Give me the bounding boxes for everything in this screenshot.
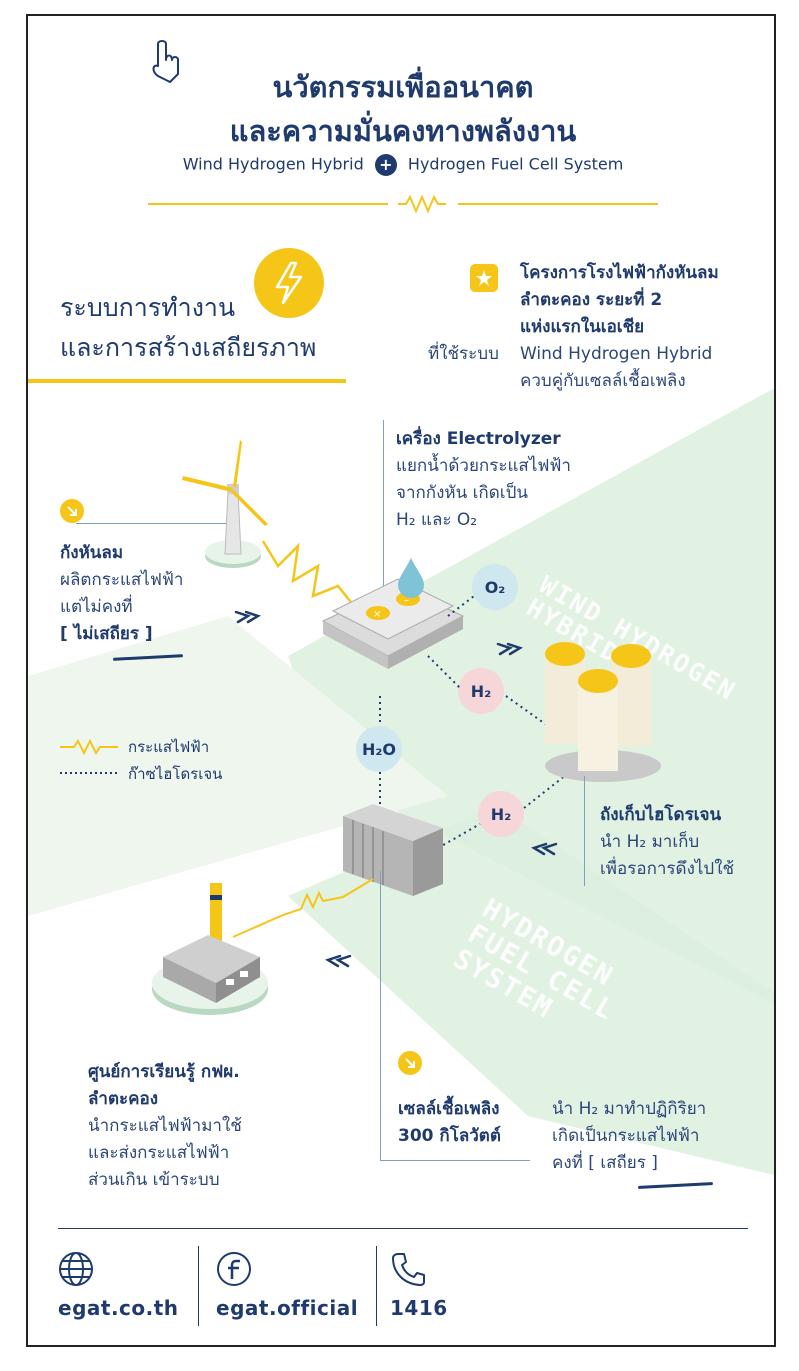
h2o-bubble: H₂O: [356, 726, 402, 772]
wind-title: กังหันลม: [60, 543, 124, 563]
center-line3: ส่วนเกิน เข้าระบบ: [88, 1170, 220, 1190]
page-title-line2: และความมั่นคงทางพลังงาน: [229, 114, 577, 148]
footer-separator-1: [198, 1246, 199, 1326]
subtitle-left: Wind Hydrogen Hybrid: [182, 154, 364, 174]
center-title2: ลำตะคอง: [88, 1089, 159, 1109]
tank-leader-line: [584, 776, 585, 886]
section-heading-line2: และการสร้างเสถียรภาพ: [60, 333, 317, 362]
subtitle: Wind Hydrogen Hybrid + Hydrogen Fuel Cel…: [28, 154, 774, 176]
fuelcell-line2: เกิดเป็นกระแสไฟฟ้า: [552, 1126, 700, 1146]
svg-text:×: ×: [373, 609, 381, 620]
title-divider: [148, 194, 658, 214]
tank-title: ถังเก็บไฮโดรเจน: [600, 805, 722, 825]
h2-bubble-bottom: H₂: [478, 791, 524, 837]
learning-center-building: [152, 883, 268, 1015]
electrolyzer-line1: แยกน้ำด้วยกระแสไฟฟ้า: [396, 456, 571, 476]
facebook-icon: [217, 1252, 251, 1286]
wind-arrow-badge-icon: [60, 499, 84, 523]
star-icon: [470, 264, 498, 292]
globe-icon: [59, 1252, 93, 1286]
footer-divider: [58, 1228, 748, 1229]
fuel-cell-device: [343, 804, 443, 896]
wind-line1: ผลิตกระแสไฟฟ้า: [60, 570, 184, 590]
section-heading-line1: ระบบการทำงาน: [60, 293, 236, 322]
fuelcell-line1: นำ H₂ มาทำปฏิกิริยา: [552, 1099, 707, 1119]
electrolyzer-leader-line: [383, 420, 384, 590]
center-line2: และส่งกระแสไฟฟ้า: [88, 1143, 230, 1163]
legend-hydrogen-label: ก๊าซไฮโดรเจน: [128, 765, 223, 783]
electrolyzer-device: × –: [321, 578, 465, 669]
hydrogen-flow-lines: [234, 595, 581, 968]
electrolyzer-title: เครื่อง Electrolyzer: [396, 429, 561, 449]
water-drop-icon: [398, 558, 424, 598]
facebook-link[interactable]: egat.official: [216, 1296, 359, 1320]
project-prefix: ที่ใช้ระบบ: [428, 344, 499, 364]
subtitle-right: Hydrogen Fuel Cell System: [407, 154, 624, 174]
electric-zigzag-2: [232, 878, 374, 938]
legend-electric-icon: [60, 739, 118, 755]
hydrogen-tanks: [545, 642, 661, 782]
phone-icon: [392, 1253, 425, 1286]
center-title1: ศูนย์การเรียนรู้ กฟผ.: [88, 1062, 240, 1082]
tank-line1: นำ H₂ มาเก็บ: [600, 832, 700, 852]
tank-line2: เพื่อรอการดึงไปใช้: [600, 859, 735, 879]
center-line1: นำกระแสไฟฟ้ามาใช้: [88, 1116, 242, 1136]
project-line4: Wind Hydrogen Hybrid: [520, 344, 713, 364]
fuelcell-title1: เซลล์เชื้อเพลิง: [398, 1099, 500, 1119]
wind-line2: แต่ไม่คงที่: [60, 597, 133, 617]
o2-bubble: O₂: [472, 564, 518, 610]
website-link[interactable]: egat.co.th: [58, 1296, 179, 1320]
section-underline: [28, 379, 346, 383]
electric-zigzag-1: [261, 540, 359, 612]
background-bands: [28, 388, 774, 1176]
fuelcell-leader-line: [380, 871, 381, 1161]
project-line5: ควบคู่กับเซลล์เชื้อเพลิง: [520, 371, 686, 391]
wind-turbine-icon: [182, 440, 268, 568]
fuelcell-line3: คงที่ [ เสถียร ]: [552, 1153, 658, 1173]
wind-leader-line: [76, 523, 226, 524]
fuelcell-title2: 300 กิโลวัตต์: [398, 1126, 501, 1146]
legend-electric-label: กระแสไฟฟ้า: [128, 738, 210, 756]
wind-line3: [ ไม่เสถียร ]: [60, 624, 153, 644]
project-line3: แห่งแรกในเอเชีย: [520, 317, 645, 337]
phone-link[interactable]: 1416: [390, 1296, 448, 1320]
page-title-line1: นวัตกรรมเพื่ออนาคต: [272, 70, 534, 104]
footer-separator-2: [376, 1246, 377, 1326]
fuelcell-arrow-badge-icon: [398, 1051, 422, 1075]
infographic-frame: นวัตกรรมเพื่ออนาคต และความมั่นคงทางพลังง…: [26, 14, 776, 1347]
svg-text:–: –: [404, 595, 409, 606]
legend-hydrogen-icon: [60, 772, 118, 774]
electrolyzer-line3: H₂ และ O₂: [396, 510, 478, 530]
electrolyzer-line2: จากกังหัน เกิดเป็น: [396, 483, 528, 503]
lightning-icon: [254, 248, 324, 318]
project-line1: โครงการโรงไฟฟ้ากังหันลม: [520, 263, 719, 283]
project-line2: ลำตะคอง ระยะที่ 2: [520, 290, 663, 310]
plus-icon: +: [374, 154, 397, 176]
fuelcell-leader-bottom: [380, 1160, 530, 1161]
h2-bubble-top: H₂: [458, 668, 504, 714]
pointing-hand-icon: [152, 40, 179, 83]
